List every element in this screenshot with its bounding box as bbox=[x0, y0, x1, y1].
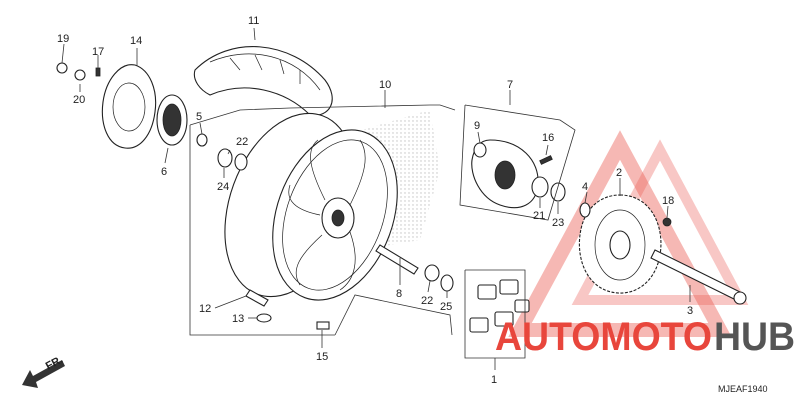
front-arrow-icon bbox=[22, 360, 65, 388]
weight-15 bbox=[316, 321, 330, 330]
wheel bbox=[224, 112, 398, 301]
sprocket bbox=[578, 194, 662, 294]
sleeve bbox=[375, 244, 454, 292]
diagram-code: MJEAF1940 bbox=[718, 384, 768, 394]
part-label: 16 bbox=[542, 132, 554, 144]
part-label: 24 bbox=[217, 181, 229, 193]
part-labels: 19 17 14 20 5 6 11 10 22 24 7 9 16 21 23… bbox=[57, 15, 693, 386]
part-label: 11 bbox=[248, 15, 259, 27]
part-label: 15 bbox=[316, 351, 328, 363]
part-label: 9 bbox=[474, 120, 480, 132]
group-outlines bbox=[189, 104, 576, 359]
driven-flange bbox=[471, 139, 566, 209]
part-label: 6 bbox=[161, 166, 167, 178]
part-label: 2 bbox=[616, 167, 622, 179]
washer-4 bbox=[579, 202, 591, 218]
part-label: 7 bbox=[507, 79, 513, 91]
valve bbox=[245, 289, 272, 323]
watermark-text: AUTOMOTO HUB bbox=[495, 315, 795, 359]
part-label: 19 bbox=[57, 33, 69, 45]
small-parts-left bbox=[56, 62, 248, 171]
part-label: 1 bbox=[491, 374, 497, 386]
part-label: 20 bbox=[73, 94, 85, 106]
part-label: 21 bbox=[533, 210, 545, 222]
part-label: 17 bbox=[92, 46, 104, 58]
leader-lines bbox=[61, 27, 691, 370]
front-marker-text: FR. bbox=[44, 354, 65, 373]
part-label: 18 bbox=[662, 195, 674, 207]
brake-disc bbox=[101, 64, 157, 149]
watermark-word-a: AUTOMOTO bbox=[495, 315, 712, 359]
part-label: 5 bbox=[196, 111, 202, 123]
part-label: 10 bbox=[379, 79, 391, 91]
nut-18 bbox=[662, 217, 672, 227]
part-label: 25 bbox=[440, 301, 452, 313]
rear-axle bbox=[650, 249, 747, 305]
part-label: 12 bbox=[199, 303, 211, 315]
watermark-word-b: HUB bbox=[714, 315, 795, 359]
part-label: 23 bbox=[552, 217, 564, 229]
part-label: 22 bbox=[236, 136, 248, 148]
part-label: 8 bbox=[396, 288, 402, 300]
part-label: 4 bbox=[582, 181, 588, 193]
tire bbox=[193, 46, 333, 116]
seal-ring bbox=[156, 94, 188, 146]
front-direction-marker: FR. bbox=[22, 354, 65, 388]
dampers bbox=[469, 279, 530, 333]
part-label: 14 bbox=[130, 35, 142, 47]
part-label: 3 bbox=[687, 305, 693, 317]
part-label: 22 bbox=[421, 295, 433, 307]
part-label: 13 bbox=[232, 313, 244, 325]
